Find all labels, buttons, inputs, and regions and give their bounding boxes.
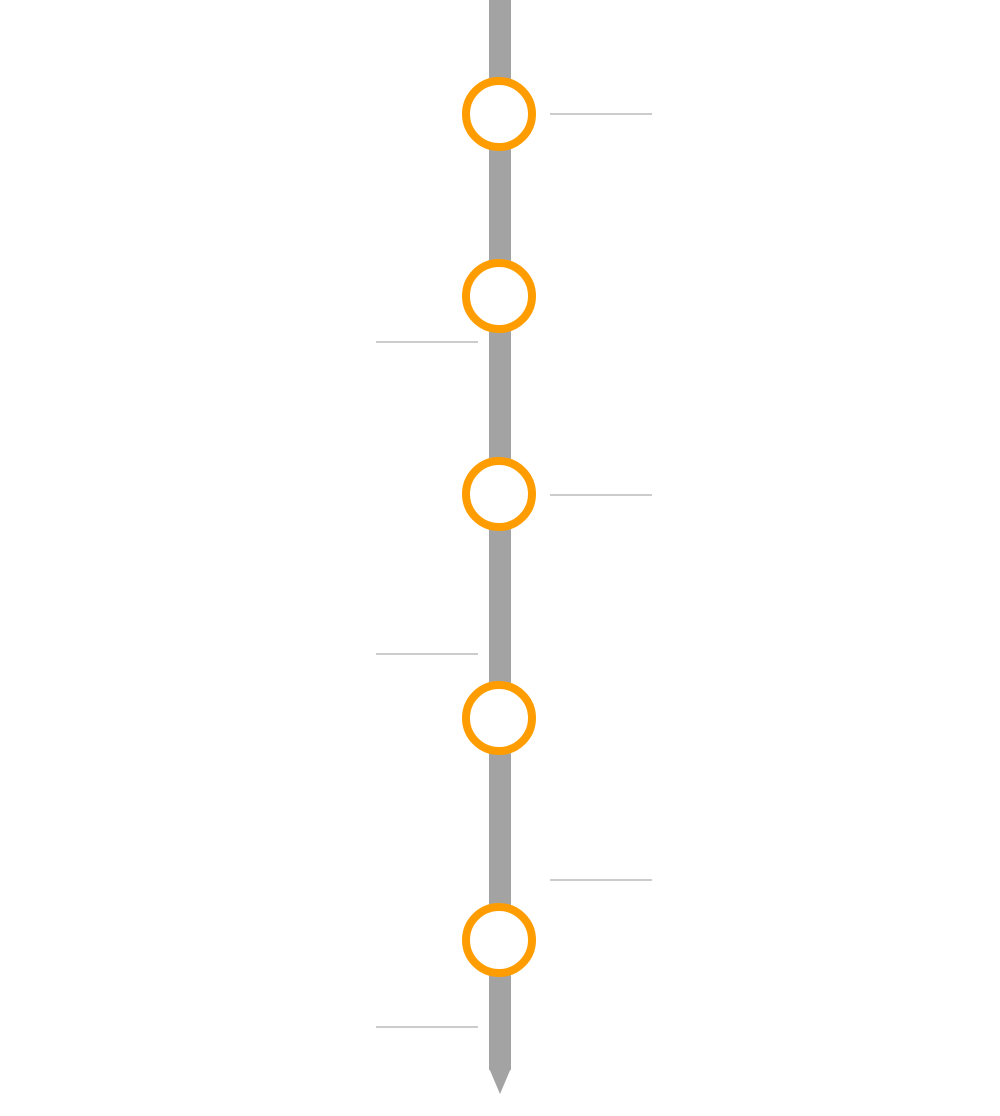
milestone-node-3 [462, 457, 536, 531]
arrow-down-icon [489, 1068, 511, 1094]
milestone-node-2 [462, 259, 536, 333]
milestone-node-4 [462, 681, 536, 755]
milestone-node-5 [462, 903, 536, 977]
milestone-node-1 [462, 77, 536, 151]
